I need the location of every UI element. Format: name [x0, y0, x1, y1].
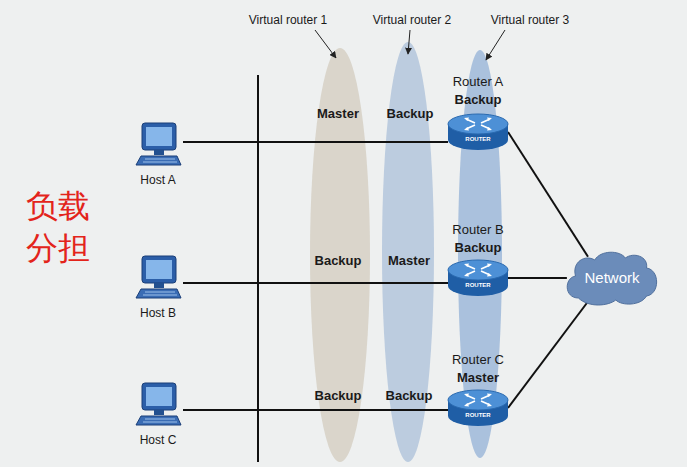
host-computer: Host B: [133, 255, 183, 323]
router-icon-text: ROUTER: [465, 136, 490, 143]
node-label: Router C: [452, 352, 504, 368]
uplink: [508, 302, 588, 408]
state-label: Backup: [315, 253, 362, 269]
state-label: Backup: [386, 388, 433, 404]
lan-link: [183, 282, 448, 284]
host-computer: Host C: [133, 382, 183, 450]
node-label: Host C: [140, 432, 177, 448]
router-icon: [448, 260, 508, 296]
side-title: 负载分担: [26, 186, 93, 269]
state-label: Backup: [387, 106, 434, 122]
leader-line: [315, 30, 336, 58]
virtual-router-name: Virtual router 1: [249, 12, 328, 28]
router-device: Router A ROUTER: [448, 74, 508, 150]
virtual-router-band: Virtual router 1MasterBackupBackup: [310, 48, 370, 462]
router-icon: [448, 114, 508, 150]
host-icon: [133, 382, 183, 428]
state-label: Backup: [455, 240, 502, 256]
uplink: [508, 132, 588, 257]
network-cloud: Network: [564, 250, 660, 306]
lan-link: [183, 141, 448, 143]
state-label: Master: [388, 253, 430, 269]
node-label: Router B: [452, 222, 503, 238]
leader-line: [486, 30, 505, 60]
state-label: Backup: [455, 92, 502, 108]
host-computer: Host A: [133, 122, 183, 190]
node-label: Host B: [140, 305, 176, 321]
router-icon-text: ROUTER: [465, 282, 490, 289]
node-label: Network: [584, 268, 639, 288]
band-fill: [382, 42, 434, 462]
host-icon: [133, 122, 183, 168]
host-icon: [133, 255, 183, 301]
virtual-router-band: Virtual router 2BackupMasterBackup: [382, 42, 434, 462]
uplink: [508, 277, 567, 279]
router-icon: [448, 390, 508, 426]
lan-link: [183, 409, 448, 411]
band-fill: [310, 48, 370, 462]
state-label: Master: [317, 106, 359, 122]
virtual-router-name: Virtual router 3: [491, 12, 570, 28]
state-label: Master: [457, 370, 499, 386]
router-device: Router C ROUTER: [448, 352, 508, 426]
lan-bus: [257, 75, 259, 462]
router-icon-text: ROUTER: [465, 412, 490, 419]
node-label: Router A: [453, 74, 504, 90]
router-device: Router B ROUTER: [448, 222, 508, 296]
virtual-router-name: Virtual router 2: [373, 12, 452, 28]
node-label: Host A: [140, 172, 175, 188]
state-label: Backup: [315, 388, 362, 404]
